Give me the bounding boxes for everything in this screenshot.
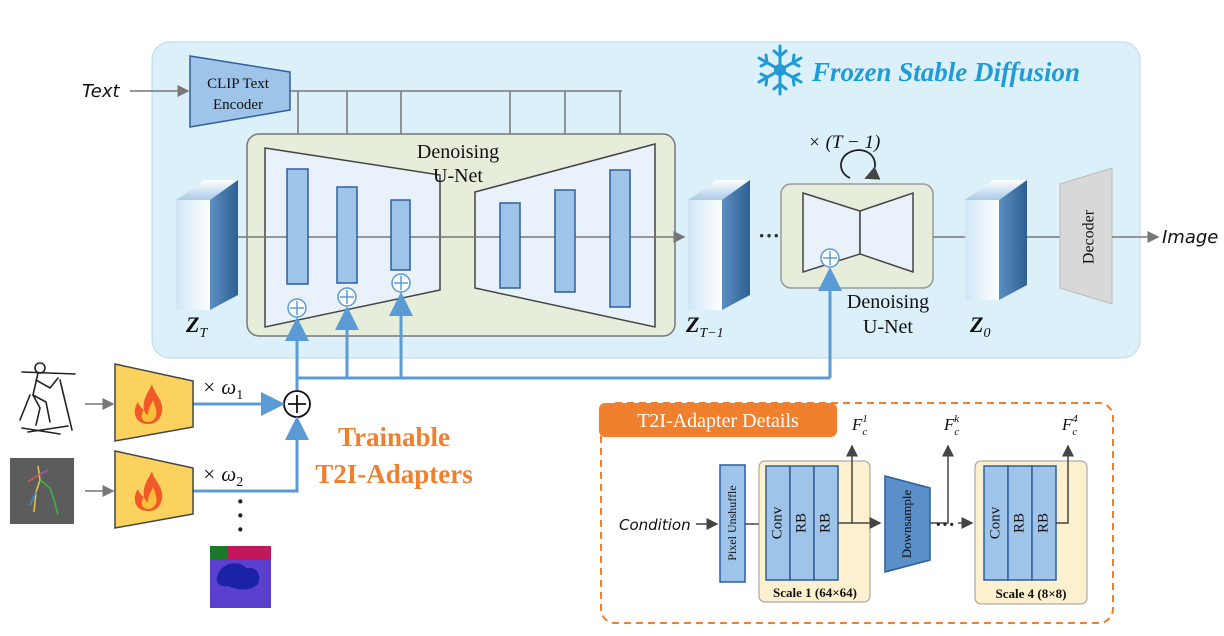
unet-add-nodes	[287, 273, 411, 318]
downsample-label: Downsample	[899, 489, 914, 558]
latent-zt	[176, 180, 238, 310]
fire-icon	[134, 384, 163, 424]
scale4-rb-label-2: RB	[1035, 513, 1051, 533]
unet-blocks	[286, 168, 631, 308]
plus-icon	[337, 287, 357, 307]
feature-fc4-label: Fc4	[1061, 413, 1078, 438]
adapter-feature-lines	[285, 267, 842, 390]
plus-icon	[391, 273, 411, 293]
scale1-conv-label: Conv	[769, 506, 785, 539]
adapter-details-title: T2I-Adapter Details	[637, 410, 799, 432]
weight-2-label: × ω2	[202, 462, 243, 490]
trainable-label-line1: Trainable	[338, 422, 450, 452]
weight-1-label: × ω1	[202, 375, 243, 403]
pixel-unshuffle-label: Pixel Unshuffle	[725, 485, 739, 560]
unet-block-dec-2	[554, 189, 576, 293]
image-output-label: Image	[1162, 227, 1218, 248]
adapter2-to-sum-line	[193, 416, 309, 493]
fire-icon	[134, 471, 163, 511]
repeat-count-label: × (T − 1)	[808, 132, 880, 153]
downsample-block	[884, 475, 931, 573]
pixel-unshuffle-block	[719, 464, 746, 583]
feature-fck-label: Fck	[943, 413, 960, 438]
unet-label-line1: Denoising	[417, 141, 499, 163]
scale4-rb-label-1: RB	[1011, 513, 1027, 533]
latent-z0	[965, 180, 1027, 300]
scale1-conv-block	[765, 465, 791, 581]
ellipsis-between-steps: ···	[758, 223, 780, 248]
scale4-conv-label: Conv	[987, 506, 1003, 539]
pose-condition-image	[10, 458, 74, 524]
clip-text-encoder	[189, 55, 291, 128]
scale1-label: Scale 1 (64×64)	[773, 585, 857, 600]
frozen-sd-title: Frozen Stable Diffusion	[811, 57, 1080, 87]
adapter-sum-node	[283, 390, 311, 418]
downsample-output-arrow	[930, 444, 954, 524]
unet-repeat-label-line2: U-Net	[863, 316, 913, 338]
latent-z0-label: Z0	[969, 312, 990, 341]
snowflake-icon	[757, 44, 803, 96]
sketch-condition-image	[19, 362, 76, 435]
details-ellipsis: ···	[935, 514, 955, 536]
scale4-conv-block	[983, 465, 1009, 581]
text-input-label: Text	[82, 81, 120, 102]
clip-label-line2: Encoder	[213, 97, 263, 113]
plus-icon	[287, 298, 307, 318]
decoder-block	[1059, 167, 1113, 305]
clip-label-line1: CLIP Text	[207, 76, 270, 92]
unet-repeat-label-line1: Denoising	[847, 291, 929, 313]
latent-zt-1-label: ZT−1	[685, 312, 724, 341]
scale1-rb-label-2: RB	[817, 513, 833, 533]
decoder-label: Decoder	[1081, 209, 1098, 264]
segmentation-condition-image	[210, 546, 271, 608]
scale4-label: Scale 4 (8×8)	[996, 586, 1067, 601]
unet-repeat-decoder	[859, 191, 914, 274]
unet-block-dec-3	[609, 169, 631, 308]
unet-block-enc-1	[286, 168, 309, 285]
trainable-label-line2: T2I-Adapters	[315, 459, 473, 489]
unet-label-line2: U-Net	[433, 165, 483, 187]
unet-block-dec-1	[499, 202, 521, 289]
condition-label: Condition	[619, 516, 691, 534]
feature-fc1-label: Fc1	[851, 413, 868, 438]
latent-zt-label: ZT	[185, 312, 208, 341]
latent-zt-1	[688, 180, 750, 310]
unet-block-enc-2	[336, 186, 358, 284]
scale4-output-arrow	[1056, 444, 1074, 524]
adapter-details-title-tab	[599, 403, 837, 437]
more-adapters-dots: ···	[236, 487, 245, 544]
scale1-rb-block-1	[789, 465, 815, 581]
unet-block-enc-3	[390, 199, 411, 271]
scale4-rb-block-2	[1031, 465, 1057, 581]
scale1-rb-label-1: RB	[793, 513, 809, 533]
plus-icon	[820, 248, 840, 268]
loop-arrow-icon	[840, 149, 881, 180]
